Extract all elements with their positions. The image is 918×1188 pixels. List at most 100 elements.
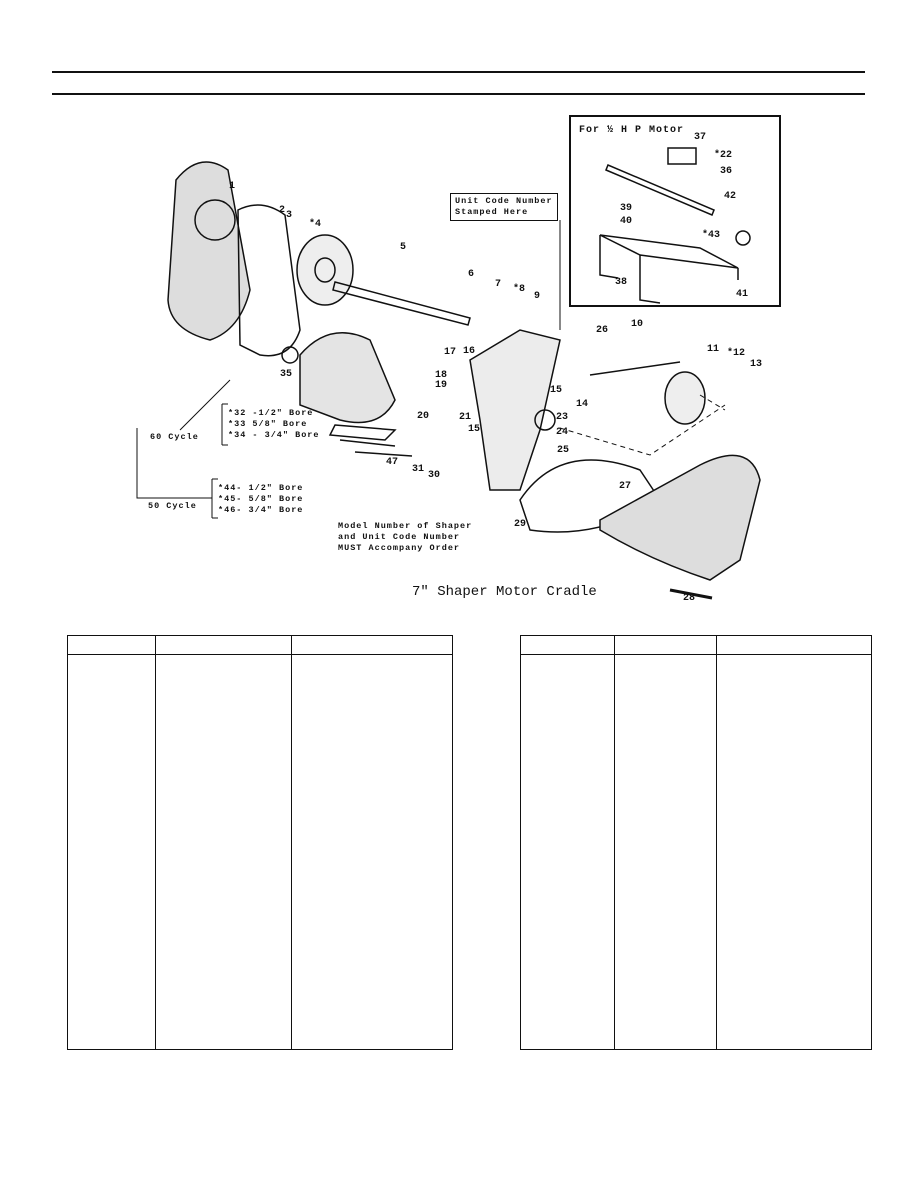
callout: 24	[556, 427, 569, 438]
belt-guard-1	[167, 161, 251, 341]
pulley-43	[735, 230, 751, 246]
callout: 29	[514, 519, 527, 530]
callout: 41	[736, 289, 749, 300]
bore-option: *46- 3/4" Bore	[218, 505, 304, 515]
callout: 9	[534, 291, 541, 302]
callout: 15	[550, 385, 563, 396]
callout: 47	[386, 457, 399, 468]
callout: 25	[557, 445, 570, 456]
motor-feet-47	[328, 424, 413, 457]
parts-table-left	[67, 635, 453, 1050]
bore-option: *34 - 3/4" Bore	[228, 430, 320, 440]
table-cell	[291, 654, 453, 1050]
note-line: and Unit Code Number	[338, 532, 461, 542]
plate-22	[667, 147, 697, 165]
motor-cradle	[469, 329, 561, 491]
callout: 27	[619, 481, 632, 492]
callout: *8	[513, 284, 526, 295]
table-cell	[520, 654, 615, 1050]
callout: 6	[468, 269, 475, 280]
callout: 5	[400, 242, 407, 253]
column-header	[520, 635, 615, 655]
cycle-60-options: *32 -1/2" Bore *33 5/8" Bore *34 - 3/4" …	[228, 408, 320, 441]
cycle-brackets	[136, 379, 231, 519]
callout: 35	[280, 369, 293, 380]
header-rule-top	[52, 71, 865, 73]
callout: 11	[707, 344, 720, 355]
assembly-guides	[559, 394, 726, 456]
callout: 23	[556, 412, 569, 423]
table-cell	[155, 654, 292, 1050]
callout: 40	[620, 216, 633, 227]
belt-guard-13	[599, 454, 761, 581]
pulley-12	[664, 371, 706, 425]
cradle-hole	[534, 409, 556, 431]
cycle-50-options: *44- 1/2" Bore *45- 5/8" Bore *46- 3/4" …	[218, 483, 303, 516]
callout: 31	[412, 464, 425, 475]
callout: 42	[724, 191, 737, 202]
callout: *4	[309, 219, 322, 230]
cycle-50-label: 50 Cycle	[148, 501, 197, 511]
parts-table-right	[520, 635, 872, 1050]
belt-29	[519, 459, 662, 533]
callout: 14	[576, 399, 589, 410]
callout: 17	[444, 347, 457, 358]
guard-vent	[194, 199, 236, 241]
bore-option: *32 -1/2" Bore	[228, 408, 314, 418]
callout: 21	[459, 412, 472, 423]
column-header	[67, 635, 156, 655]
figure-caption: 7" Shaper Motor Cradle	[412, 584, 597, 600]
callout: *12	[727, 348, 746, 359]
callout: 13	[750, 359, 763, 370]
bore-option: *33 5/8" Bore	[228, 419, 308, 429]
bolt-28	[669, 588, 713, 600]
inset-title: For ½ H P Motor	[579, 125, 685, 136]
callout: 38	[615, 277, 628, 288]
callout: *43	[702, 230, 721, 241]
pulley-hub	[314, 257, 336, 283]
unit-code-note: Unit Code Number Stamped Here	[450, 193, 558, 221]
callout: 1	[229, 181, 236, 192]
column-header	[614, 635, 717, 655]
table-cell	[716, 654, 872, 1050]
note-line: Stamped Here	[455, 207, 529, 217]
callout: 36	[720, 166, 733, 177]
note-line: MUST Accompany Order	[338, 543, 461, 553]
exploded-parts-diagram	[136, 115, 781, 600]
motor	[299, 332, 396, 424]
bore-option: *45- 5/8" Bore	[218, 494, 304, 504]
callout: 3	[286, 210, 293, 221]
belt-2	[237, 204, 301, 357]
column-header	[716, 635, 872, 655]
callout: 20	[417, 411, 430, 422]
pulley-35	[281, 346, 299, 364]
callout: 30	[428, 470, 441, 481]
bore-option: *44- 1/2" Bore	[218, 483, 304, 493]
column-header	[155, 635, 292, 655]
cycle-60-label: 60 Cycle	[150, 432, 199, 442]
motor-base-plate	[599, 234, 739, 304]
note-line: Model Number of Shaper	[338, 521, 473, 531]
callout: 15	[468, 424, 481, 435]
table-cell	[614, 654, 717, 1050]
callout: 10	[631, 319, 644, 330]
order-note: Model Number of Shaper and Unit Code Num…	[338, 521, 472, 554]
callout: 7	[495, 279, 502, 290]
callout: 2	[279, 205, 286, 216]
callout: 16	[463, 346, 476, 357]
callout: *22	[714, 150, 733, 161]
callout: 19	[435, 380, 448, 391]
header-rule-bottom	[52, 93, 865, 95]
callout: 28	[683, 593, 696, 604]
shaft-36	[605, 164, 715, 216]
column-header	[291, 635, 453, 655]
callout: 18	[435, 370, 448, 381]
rod-10	[589, 361, 681, 376]
callout: 37	[694, 132, 707, 143]
note-line: Unit Code Number	[455, 196, 553, 206]
inset-box	[569, 115, 781, 307]
callout: 39	[620, 203, 633, 214]
callout: 26	[596, 325, 609, 336]
pulley-4	[296, 234, 354, 306]
